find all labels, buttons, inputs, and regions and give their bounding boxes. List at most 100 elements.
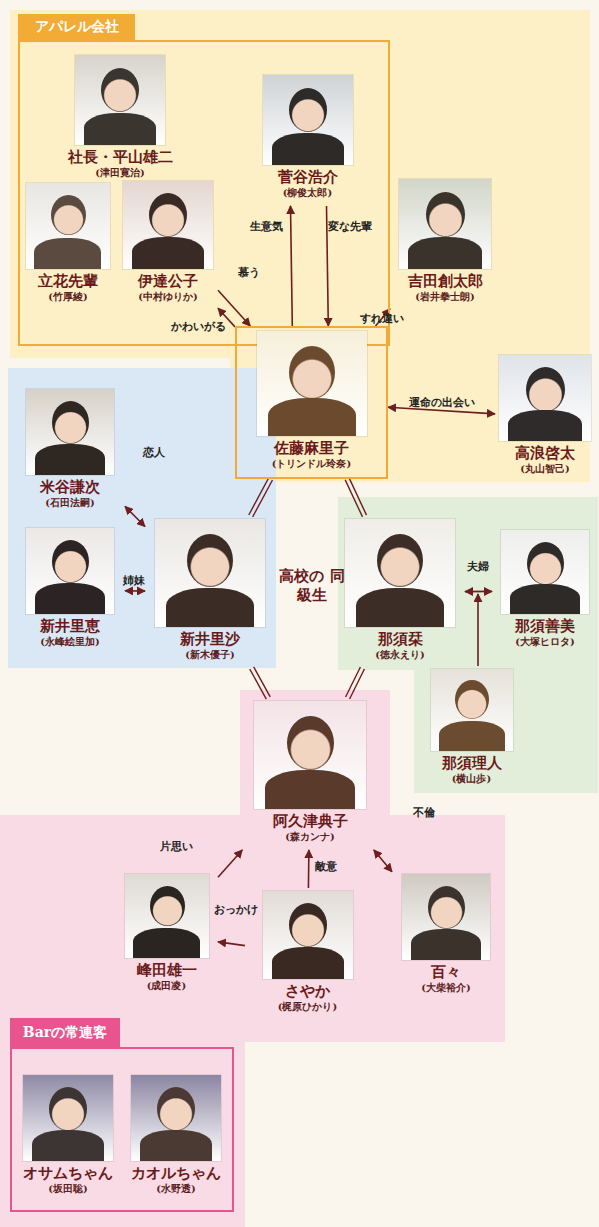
- edge-label: 夫婦: [467, 559, 489, 574]
- person-name: 那須理人: [442, 755, 502, 772]
- actor-name: (丸山智己): [520, 462, 569, 475]
- portrait: [257, 331, 367, 436]
- portrait-body: [272, 947, 344, 979]
- portrait-head: [150, 886, 185, 926]
- actor-name: (大塚ヒロタ): [515, 635, 574, 648]
- arrow-line: [218, 942, 245, 946]
- note-label: 高校の 同級生: [279, 567, 345, 605]
- portrait: [501, 530, 589, 614]
- person-name: オサムちゃん: [23, 1165, 113, 1182]
- person-name: 社長・平山雄二: [68, 149, 173, 166]
- portrait-body: [356, 588, 444, 627]
- actor-name: (大柴裕介): [421, 981, 470, 994]
- actor-name: (成田凌): [147, 979, 186, 992]
- portrait: [399, 179, 491, 269]
- link-line: [350, 669, 365, 699]
- actor-name: (森カンナ): [285, 830, 334, 843]
- portrait-body: [140, 1130, 212, 1161]
- link-line: [349, 478, 366, 515]
- actor-name: (梶原ひかり): [278, 1000, 337, 1013]
- person-name: 佐藤麻里子: [274, 440, 349, 457]
- person-card: 百々(大柴裕介): [392, 871, 500, 1001]
- portrait: [26, 528, 114, 614]
- actor-name: (津田寛治): [95, 166, 144, 179]
- person-name: 吉田創太郎: [408, 273, 483, 290]
- relation-arrow: [218, 942, 245, 946]
- edge-label: おっかけ: [214, 902, 258, 917]
- portrait-body: [411, 929, 481, 960]
- classmate-link: [346, 667, 365, 699]
- person-card: 新井里恵(永峰絵里加): [15, 525, 125, 655]
- relation-arrow: [291, 206, 293, 326]
- link-line: [249, 478, 269, 515]
- portrait: [125, 874, 209, 958]
- portrait-head: [157, 1087, 195, 1131]
- portrait-body: [133, 928, 200, 958]
- actor-name: (石田法嗣): [45, 496, 94, 509]
- child-link: [477, 594, 479, 666]
- person-card: 米谷謙次(石田法嗣): [15, 386, 125, 516]
- portrait-body: [439, 721, 505, 751]
- portrait-body: [35, 444, 105, 475]
- portrait-head: [289, 903, 327, 947]
- edge-label: 運命の出会い: [409, 395, 475, 410]
- portrait-head: [101, 68, 139, 112]
- person-card: 吉田創太郎(岩井拳士朗): [390, 176, 500, 310]
- person-name: 新井里恵: [40, 618, 100, 635]
- portrait-body: [265, 770, 355, 809]
- person-card: 那須理人(横山歩): [418, 666, 525, 792]
- person-name: 伊達公子: [138, 273, 198, 290]
- edge-label: 姉妹: [123, 573, 145, 588]
- portrait: [26, 389, 114, 475]
- arrow-line: [291, 206, 293, 326]
- akutsu-area: [0, 690, 505, 1227]
- edge-label: 不倫: [413, 805, 435, 820]
- actor-name: (竹厚綾): [48, 290, 87, 303]
- portrait: [345, 519, 455, 627]
- edge-layer: [125, 206, 495, 946]
- person-name: 百々: [431, 964, 461, 981]
- portrait: [75, 55, 165, 145]
- edge-label: 生意気: [250, 219, 283, 234]
- person-card: 峰田雄一(成田凌): [115, 871, 218, 999]
- arrow-line: [218, 850, 242, 877]
- person-card: 高浪啓太(丸山智己): [495, 352, 595, 482]
- portrait-head: [149, 193, 187, 237]
- portrait-body: [132, 237, 204, 269]
- person-card: 菅谷浩介(柳俊太郎): [245, 72, 370, 206]
- relation-arrow: [125, 506, 145, 526]
- person-card: 新井里沙(新木優子): [145, 516, 275, 668]
- group-box: Barの常連客オサムちゃん(坂田聡)カオルちゃん(水野透): [10, 1018, 234, 1212]
- portrait-body: [35, 583, 105, 614]
- actor-name: (坂田聡): [48, 1182, 87, 1195]
- link-line: [253, 480, 273, 517]
- portrait-head: [52, 401, 89, 444]
- person-card: 社長・平山雄二(津田寛治): [55, 52, 185, 186]
- portrait-head: [49, 1087, 87, 1131]
- person-name: 阿久津典子: [273, 813, 348, 830]
- portrait: [431, 669, 513, 751]
- actor-name: (岩井拳士朗): [415, 290, 474, 303]
- portrait-head: [426, 192, 465, 237]
- person-name: 那須善美: [515, 618, 575, 635]
- portrait-head: [187, 534, 233, 587]
- relation-arrow: [308, 850, 310, 888]
- portrait-head: [52, 540, 89, 583]
- person-card: カオルちゃん(水野透): [124, 1072, 228, 1202]
- actor-name: (柳俊太郎): [283, 186, 332, 199]
- portrait-body: [166, 588, 254, 627]
- portrait-body: [510, 584, 580, 614]
- classmate-link: [249, 478, 273, 517]
- actor-name: (永峰絵里加): [40, 635, 99, 648]
- portrait-head: [287, 716, 334, 770]
- portrait: [499, 355, 591, 441]
- group-box: アパレル会社社長・平山雄二(津田寛治)菅谷浩介(柳俊太郎)立花先輩(竹厚綾)伊達…: [18, 14, 390, 346]
- actor-name: (トリンドル玲奈): [272, 457, 351, 470]
- portrait: [131, 1075, 221, 1161]
- portrait-head: [527, 542, 564, 585]
- link-line: [345, 480, 362, 517]
- portrait-head: [51, 195, 86, 235]
- portrait-head: [377, 534, 423, 587]
- portrait-body: [84, 113, 156, 145]
- portrait: [26, 183, 110, 269]
